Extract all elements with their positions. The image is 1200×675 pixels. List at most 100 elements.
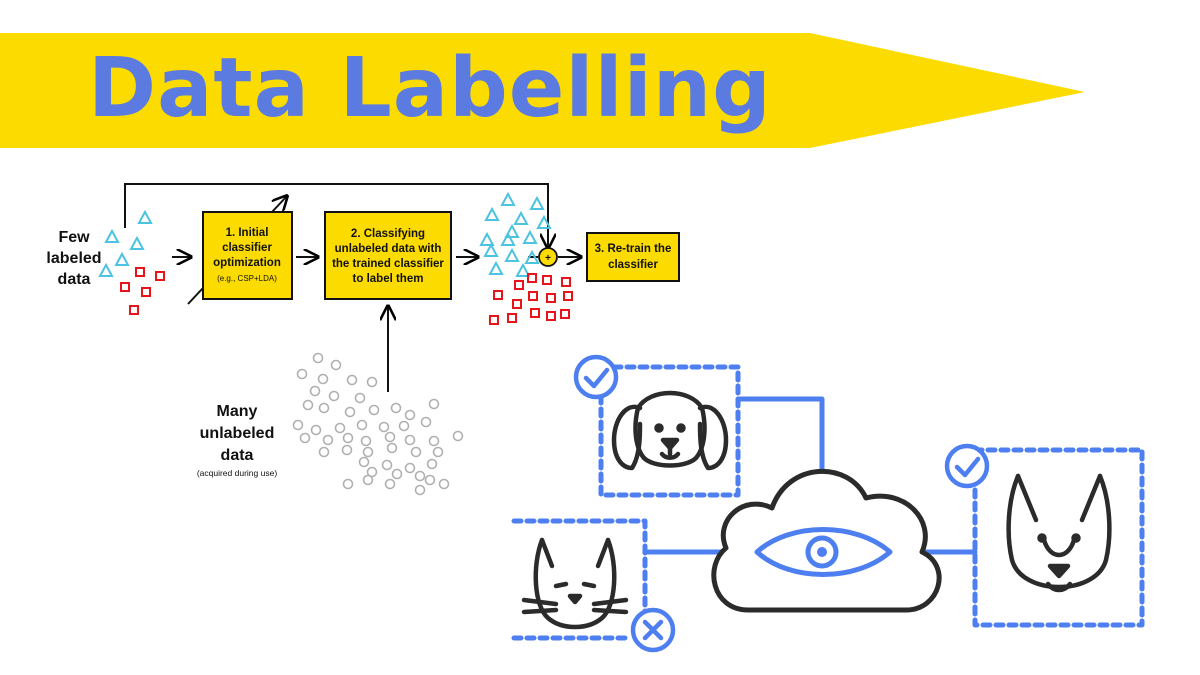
classified-triangle xyxy=(524,249,540,264)
classified-triangle xyxy=(515,262,531,277)
labeling-illustration xyxy=(511,354,1145,653)
unlabeled-circle xyxy=(404,462,416,474)
combine-symbol: + xyxy=(545,253,551,264)
box1-line1: 1. Initial xyxy=(226,227,269,239)
unlabeled-circle xyxy=(344,406,356,418)
dog-floppy-ears-icon xyxy=(611,390,729,471)
page-title: Data Labelling xyxy=(88,41,772,136)
box1-example: (e.g., CSP+LDA) xyxy=(217,274,277,283)
classified-square xyxy=(514,280,524,290)
labeled-square xyxy=(155,271,165,281)
many-label-sub: (acquired during use) xyxy=(197,468,277,478)
unlabeled-circle xyxy=(414,470,426,482)
x-badge-icon-cat xyxy=(630,607,676,653)
cat-icon xyxy=(521,537,629,630)
classified-square xyxy=(527,273,537,283)
few-label-line1: Few xyxy=(58,229,90,246)
classified-points xyxy=(479,191,573,325)
box1-line2: classifier xyxy=(222,242,272,254)
classified-triangle xyxy=(479,231,495,246)
unlabeled-circle xyxy=(384,431,396,443)
unlabeled-circle xyxy=(309,385,321,397)
classified-square xyxy=(530,308,540,318)
classified-square xyxy=(493,290,503,300)
classified-square xyxy=(546,311,556,321)
unlabeled-circle xyxy=(296,368,308,380)
unlabeled-circle xyxy=(414,484,426,496)
unlabeled-circle xyxy=(386,442,398,454)
classified-triangle xyxy=(504,247,520,262)
unlabeled-circle xyxy=(330,359,342,371)
unlabeled-circle xyxy=(366,376,378,388)
classified-square xyxy=(528,291,538,301)
unlabeled-circle xyxy=(384,478,396,490)
unlabeled-circle xyxy=(299,432,311,444)
dog2-frame xyxy=(972,447,1145,628)
unlabeled-circle xyxy=(366,466,378,478)
few-label-line2: labeled xyxy=(46,250,101,267)
box2-line3: the trained classifier xyxy=(332,258,444,270)
unlabeled-circle xyxy=(404,409,416,421)
labeled-triangle xyxy=(114,251,130,266)
box1-line3: optimization xyxy=(213,257,281,269)
title-banner xyxy=(0,33,1085,148)
unlabeled-circle xyxy=(318,446,330,458)
unlabeled-circle xyxy=(358,456,370,468)
unlabeled-circle xyxy=(312,352,324,364)
unlabeled-circle xyxy=(381,459,393,471)
box2-line1: 2. Classifying xyxy=(351,228,425,240)
unlabeled-circle xyxy=(390,402,402,414)
cat-frame xyxy=(511,518,648,618)
initial-classifier-box: 1. Initial classifier optimization (e.g.… xyxy=(202,211,293,300)
classifying-box: 2. Classifying unlabeled data with the t… xyxy=(324,211,452,300)
eye-icon xyxy=(754,527,893,577)
unlabeled-circle xyxy=(292,419,304,431)
classified-triangle xyxy=(500,191,516,206)
unlabeled-circle xyxy=(432,446,444,458)
classified-square xyxy=(489,315,499,325)
unlabeled-circle xyxy=(398,420,410,432)
unlabeled-circle xyxy=(317,373,329,385)
unlabeled-circle xyxy=(354,392,366,404)
unlabeled-circle xyxy=(356,419,368,431)
unlabeled-circle xyxy=(341,444,353,456)
box3-line1: 3. Re-train the xyxy=(595,243,672,255)
unlabeled-circle xyxy=(302,399,314,411)
combine-node: + xyxy=(538,247,558,267)
check-badge-icon-dog1 xyxy=(573,354,619,400)
labeled-triangle xyxy=(104,228,120,243)
unlabeled-circle xyxy=(452,430,464,442)
labeled-square xyxy=(141,287,151,297)
arrow-box1-diag-in xyxy=(187,287,204,305)
unlabeled-circle xyxy=(428,435,440,447)
dog1-frame xyxy=(598,364,741,498)
unlabeled-circle xyxy=(420,416,432,428)
arrow-box1-diag-out xyxy=(271,196,287,213)
unlabeled-circle xyxy=(391,468,403,480)
many-label-line1: Many xyxy=(217,403,258,420)
unlabeled-circle xyxy=(410,446,422,458)
unlabeled-circle xyxy=(346,374,358,386)
labeled-triangle xyxy=(98,262,114,277)
unlabeled-circle xyxy=(428,398,440,410)
unlabeled-circle xyxy=(334,422,346,434)
check-badge-icon-dog2 xyxy=(944,443,990,489)
unlabeled-circle xyxy=(328,390,340,402)
unlabeled-circle xyxy=(310,424,322,436)
classified-triangle xyxy=(536,214,552,229)
unlabeled-circle xyxy=(378,421,390,433)
unlabeled-circle xyxy=(360,435,372,447)
labeled-triangle xyxy=(129,235,145,250)
classified-square xyxy=(561,277,571,287)
unlabeled-circle xyxy=(322,434,334,446)
classified-square xyxy=(507,313,517,323)
few-labeled-data-label: Few labeled data xyxy=(46,229,101,288)
feedback-loop-line xyxy=(124,183,548,248)
unlabeled-points xyxy=(292,352,464,496)
unlabeled-circle xyxy=(318,402,330,414)
classified-square xyxy=(560,309,570,319)
box2-line2: unlabeled data with xyxy=(335,243,442,255)
classified-triangle xyxy=(500,231,516,246)
classified-square xyxy=(546,293,556,303)
